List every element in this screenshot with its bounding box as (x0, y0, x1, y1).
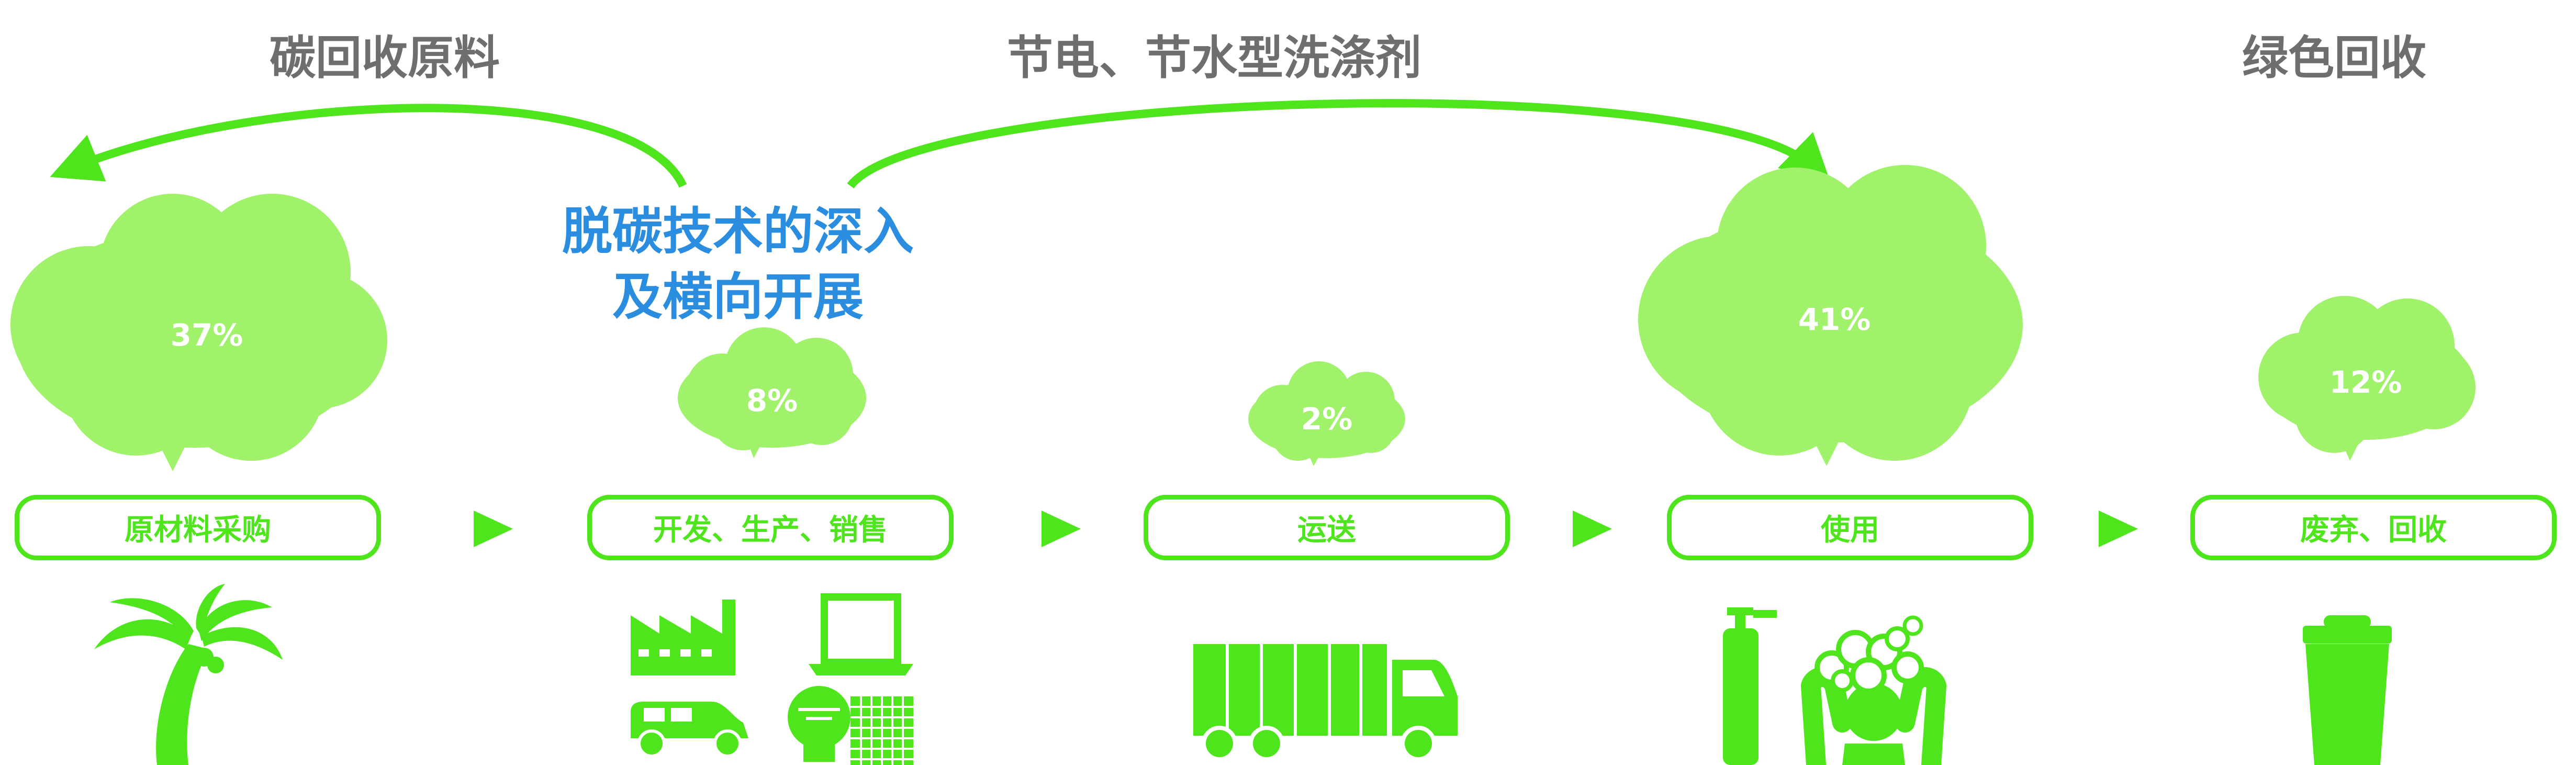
light-bulb-icon (788, 686, 850, 762)
washing-hair-icon (1800, 615, 1947, 765)
percent-production: 8% (746, 383, 798, 418)
stage-materials: 原材料采购 (15, 495, 381, 560)
stage-use-label: 使用 (1821, 513, 1879, 547)
heading-carbon-materials: 碳回收原料 (269, 31, 500, 85)
cloud-recycling (2258, 296, 2476, 461)
decarbonization-text-line2: 及横向开展 (612, 268, 864, 326)
stage-recycling: 废弃、回收 (2190, 495, 2557, 560)
flow-arrow-4 (2099, 511, 2138, 547)
stage-transport: 运送 (1144, 495, 1510, 560)
stage-recycling-label: 废弃、回收 (2300, 513, 2447, 547)
decarbonization-text-line1: 脱碳技术的深入 (562, 202, 914, 261)
percent-use: 41% (1798, 302, 1871, 337)
percent-recycling: 12% (2329, 364, 2402, 400)
percent-materials: 37% (170, 317, 243, 353)
heading-green-recycling: 绿色回收 (2242, 31, 2427, 85)
stage-materials-label: 原材料采购 (125, 513, 271, 547)
percent-transport: 2% (1301, 401, 1353, 437)
stage-transport-label: 运送 (1297, 513, 1356, 547)
factory-icon (631, 600, 735, 675)
stage-use: 使用 (1667, 495, 2033, 560)
laptop-icon (809, 593, 913, 675)
arrow-to-use (847, 99, 1832, 189)
heading-energy-water-saving: 节电、节水型洗涤剂 (1006, 31, 1422, 85)
car-icon (631, 702, 748, 758)
cloud-production (678, 327, 866, 458)
stage-production-label: 开发、生产、销售 (653, 513, 888, 547)
stage-production: 开发、生产、销售 (587, 495, 954, 560)
cloud-transport (1248, 361, 1405, 466)
cloud-use (1638, 165, 2023, 466)
arrow-back-to-materials (50, 104, 687, 188)
flow-arrow-2 (1041, 511, 1081, 547)
cloud-materials (10, 194, 387, 471)
flow-arrow-1 (474, 511, 513, 547)
solar-panel-icon (850, 696, 913, 765)
decarbonization-text: 脱碳技术的深入 及横向开展 (562, 199, 914, 330)
detergent-bottle-icon (1723, 607, 1777, 765)
flow-arrow-3 (1573, 511, 1612, 547)
truck-icon (1193, 644, 1458, 761)
trash-bin-icon (2303, 615, 2392, 765)
palm-tree-icon (94, 584, 283, 765)
